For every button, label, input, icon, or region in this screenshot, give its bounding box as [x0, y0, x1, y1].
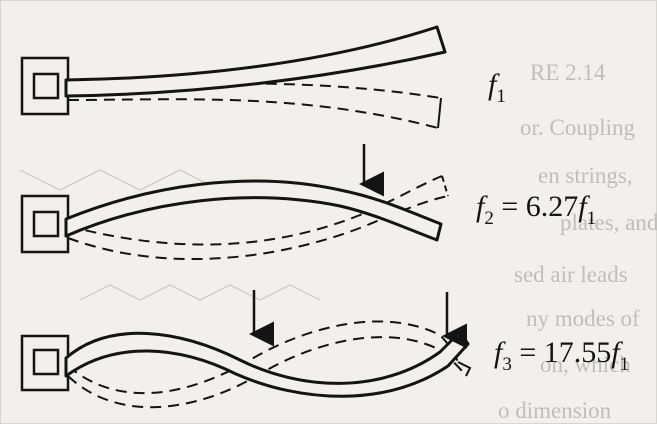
bleed-line-2: or. Coupling [520, 115, 636, 140]
bleed-through-text: RE 2.14 or. Coupling en strings, plates,… [19, 60, 657, 423]
bleed-line-8: o dimension [498, 398, 612, 423]
clamp-3-inner [32, 348, 60, 376]
mode-3-beam [64, 330, 470, 398]
mode-2-group: f2 = 6.27f1 [20, 144, 596, 261]
mode-2-dashed-top [67, 175, 443, 246]
mode-2-label: f2 = 6.27f1 [476, 190, 596, 229]
bleed-line-4: plates, and [560, 210, 657, 235]
clamp-1-inner [32, 72, 60, 100]
mode-3-dashed-end [457, 361, 472, 377]
clamp-2-inner [32, 210, 60, 238]
bleed-line-5: sed air leads [514, 262, 628, 287]
mode-2-dashed-end [441, 175, 449, 197]
bleed-line-1: RE 2.14 [530, 60, 606, 85]
bleed-line-6: ny modes of [526, 306, 640, 331]
mode-1-dashed-bottom [67, 98, 439, 129]
mode-1-beam [64, 25, 447, 98]
mode-1-label: f1 [488, 68, 506, 107]
mode-1-group: f1 [20, 25, 506, 129]
bleed-line-7: on, which [540, 352, 631, 377]
mode-2-beam [64, 179, 443, 242]
bleed-line-3: en strings, [538, 163, 633, 188]
mode-1-dashed-end [437, 97, 442, 129]
mode-3-group: f3 = 17.55f1 [20, 290, 629, 409]
